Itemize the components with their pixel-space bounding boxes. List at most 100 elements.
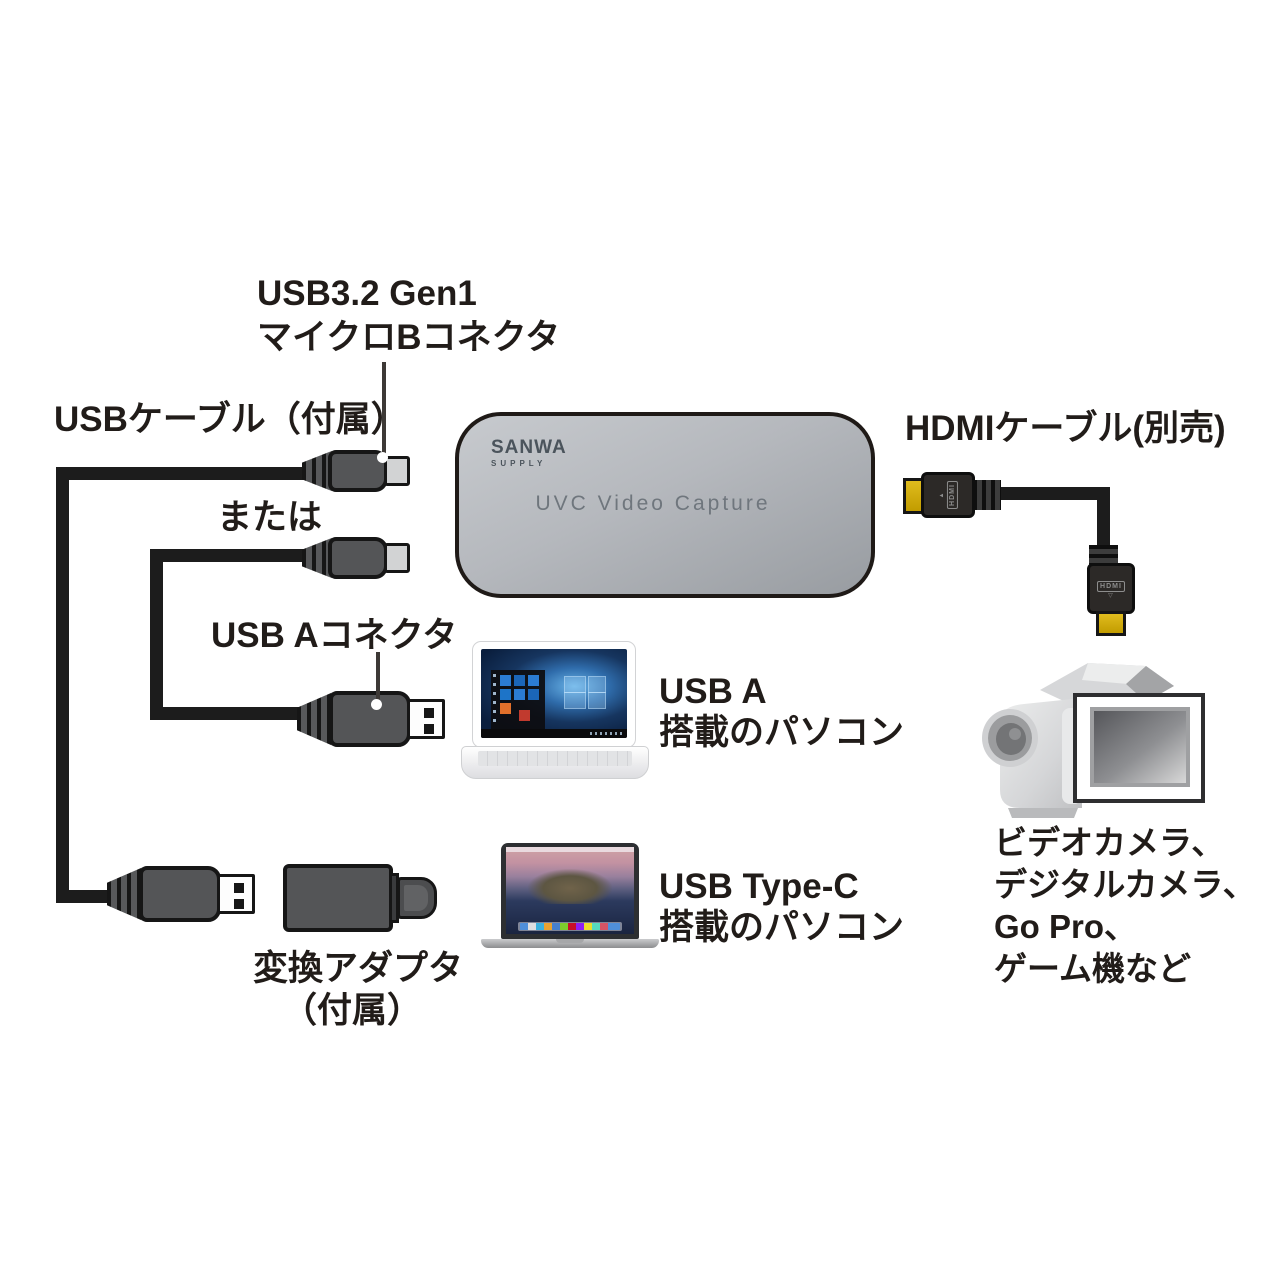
- hdmi-arrow-icon: ▲: [938, 491, 945, 499]
- macbook-lid-notch: [556, 939, 584, 943]
- connector-metal-tip: [384, 543, 410, 573]
- usb-a-metal-tip: [407, 699, 445, 739]
- or-label: または: [217, 498, 323, 537]
- camera-lens-highlight: [1009, 728, 1021, 740]
- macbook-base: [481, 939, 659, 948]
- adapter-label-line2: （付属）: [281, 991, 422, 1030]
- leader-line-micro-b: [382, 362, 386, 458]
- usb-c-pc-label-line1: USB Type-C: [659, 867, 859, 906]
- usb-a-connector-middle: [297, 691, 445, 747]
- start-tile: [514, 675, 526, 687]
- start-tile: [500, 675, 512, 687]
- source-devices-line4: ゲーム機など: [994, 950, 1192, 987]
- usb-a-pin: [424, 724, 434, 734]
- usb-cable2-segment-bottom: [150, 707, 304, 720]
- product-name: UVC Video Capture: [535, 492, 771, 515]
- usb-a-laptop: [461, 641, 649, 779]
- brand-name: SANWA: [491, 437, 567, 458]
- leader-dot-usb-a: [371, 699, 382, 710]
- start-tile: [528, 675, 540, 687]
- usb-a-pin: [424, 708, 434, 718]
- windows-logo-pane: [587, 691, 606, 709]
- hdmi-logo: HDMI ▽: [1097, 579, 1125, 599]
- hdmi-strain-relief-bottom: [1089, 545, 1118, 565]
- windows-logo-pane: [564, 691, 587, 709]
- connector-body: [328, 537, 388, 579]
- source-devices-line3: Go Pro、: [994, 908, 1138, 945]
- connector-metal-tip: [384, 456, 410, 486]
- camera-lens-glass: [996, 723, 1026, 755]
- hdmi-arrow-icon: ▽: [1108, 592, 1114, 599]
- macos-menu-bar: [506, 847, 634, 852]
- usb-cable2-segment-top: [150, 549, 308, 562]
- start-tile: [514, 689, 526, 701]
- connector-body: [328, 450, 388, 492]
- taskbar-tray-icons: [590, 732, 624, 735]
- hdmi-plug-bottom: HDMI ▽: [1087, 563, 1135, 614]
- dock-icons: [519, 923, 621, 930]
- windows-logo-pane: [587, 675, 606, 693]
- micro-b-connector-1: [302, 450, 412, 492]
- adapter-body: [283, 864, 393, 932]
- micro-b-label-line2: マイクロBコネクタ: [257, 318, 561, 357]
- micro-b-label-line1: USB3.2 Gen1: [257, 274, 477, 313]
- connector-strain-relief: [297, 692, 333, 746]
- windows-taskbar: [481, 729, 627, 738]
- uvc-capture-device: SANWA SUPPLY UVC Video Capture: [455, 412, 875, 598]
- usb-a-pc-label-line2: 搭載のパソコン: [659, 713, 905, 752]
- usb-a-connector-bottom: [107, 866, 255, 922]
- start-tile-red: [519, 710, 531, 722]
- hdmi-cable-label: HDMIケーブル(別売): [905, 409, 1226, 448]
- brand-logo: SANWA SUPPLY: [491, 438, 567, 468]
- usb-c-conversion-adapter: [283, 864, 439, 932]
- camera-top-highlight: [1082, 663, 1146, 684]
- laptop-screen-bezel: [472, 641, 636, 748]
- connector-body: [139, 866, 221, 922]
- leader-dot-micro-b: [377, 452, 388, 463]
- hdmi-plug-text: HDMI: [946, 481, 958, 509]
- camera-foot: [1008, 808, 1078, 818]
- usb-cable2-segment-left: [150, 549, 163, 720]
- usb-c-plug: [397, 877, 437, 919]
- macos-desktop: [506, 847, 634, 934]
- hdmi-cable-segment-h: [999, 487, 1110, 500]
- source-devices-line2: デジタルカメラ、: [994, 866, 1256, 903]
- source-devices-line1: ビデオカメラ、: [994, 824, 1225, 861]
- hdmi-plug-text: HDMI: [1097, 580, 1125, 592]
- usb-a-pc-label-line1: USB A: [659, 672, 767, 711]
- leader-line-usb-a: [376, 652, 380, 707]
- start-tile: [528, 689, 540, 701]
- macbook-screen-bezel: [501, 843, 639, 939]
- micro-b-connector-label: USB3.2 Gen1 マイクロBコネクタ: [257, 272, 560, 360]
- start-menu-icon-column: [493, 674, 497, 726]
- usb-a-pin: [234, 883, 244, 893]
- micro-b-connector-2: [302, 537, 412, 579]
- windows-desktop: [481, 649, 627, 738]
- hdmi-strain-relief-left: [973, 480, 1001, 510]
- laptop-keyboard: [478, 751, 632, 766]
- usb-a-pin: [234, 899, 244, 909]
- usb-cable1-segment-left: [56, 467, 69, 903]
- camera-lcd-screen: [1094, 711, 1186, 783]
- start-menu: [491, 670, 546, 730]
- start-tile-orange: [500, 703, 512, 715]
- usb-a-pc-label: USB A 搭載のパソコン: [659, 671, 904, 753]
- usb-c-pc-label-line2: 搭載のパソコン: [659, 908, 905, 947]
- laptop-keyboard-base: [461, 746, 649, 779]
- usb-cable-label: USBケーブル（付属）: [54, 400, 406, 439]
- start-tile: [500, 689, 512, 701]
- usb-c-laptop: [481, 843, 659, 950]
- source-devices-label: ビデオカメラ、 デジタルカメラ、 Go Pro、 ゲーム機など: [994, 822, 1256, 990]
- usb-cable1-segment-bottom: [56, 890, 122, 903]
- hdmi-cable-segment-v: [1097, 491, 1110, 549]
- macos-dock: [517, 922, 623, 931]
- brand-sub-name: SUPPLY: [491, 459, 547, 468]
- hdmi-logo: ▲ HDMI: [938, 481, 958, 509]
- adapter-label-line1: 変換アダプタ: [253, 949, 464, 988]
- usb-cable1-segment-top: [56, 467, 308, 480]
- video-camera-illustration: [982, 663, 1205, 818]
- connector-body: [329, 691, 411, 747]
- usb-a-metal-tip: [217, 874, 255, 914]
- usb-c-pc-label: USB Type-C 搭載のパソコン: [659, 866, 904, 948]
